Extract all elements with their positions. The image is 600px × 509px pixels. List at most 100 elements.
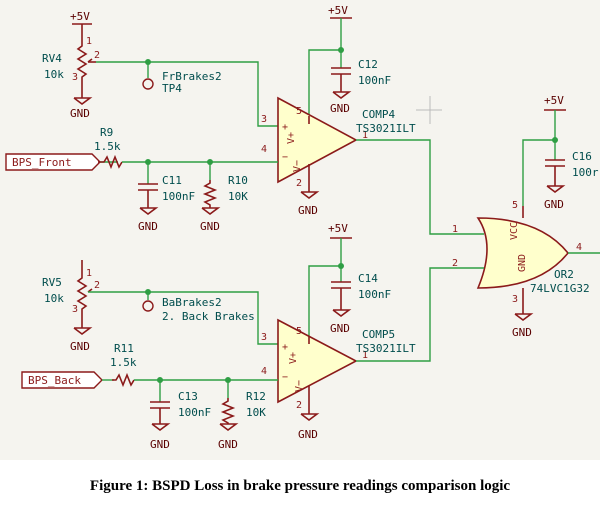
c16-ref: C16 xyxy=(572,150,592,163)
or2-ref: OR2 xyxy=(554,268,574,281)
or2-gnd-label: GND xyxy=(512,326,532,339)
r12-ref: R12 xyxy=(246,390,266,403)
tp-back-testpoint xyxy=(142,300,154,312)
c12-value: 100nF xyxy=(358,74,391,87)
r10-ref: R10 xyxy=(228,174,248,187)
or2-gnd-pin-label: GND xyxy=(517,254,528,272)
comp4-vplus-wire xyxy=(308,49,341,116)
comp5-vminus: V− xyxy=(294,380,305,392)
tp4-value: TP4 xyxy=(162,82,182,95)
rv4-ref: RV4 xyxy=(42,52,62,65)
r11-ref: R11 xyxy=(114,342,134,355)
comp5-body xyxy=(277,318,358,404)
or2-value: 74LVC1G32 xyxy=(530,282,590,295)
or2-pin4: 4 xyxy=(576,242,582,253)
comp4-out-wire xyxy=(356,139,484,235)
comp4-minus: − xyxy=(282,152,288,163)
rv4-vcc-label: +5V xyxy=(70,10,90,23)
comp4-pin1: 1 xyxy=(362,130,368,141)
comp4-body xyxy=(277,96,358,184)
rv4-potentiometer: +5V 1 2 3 RV4 10k GND xyxy=(42,10,100,120)
bps-back-text: BPS_Back xyxy=(28,374,81,387)
c13-ref: C13 xyxy=(178,390,198,403)
comp4-comparator: 3 4 5 2 1 + − V+ V− COMP4 TS3021ILT xyxy=(261,96,416,189)
comp5-vplus-wire xyxy=(308,265,341,336)
comp5-plus: + xyxy=(282,342,288,353)
or2-pin3: 3 xyxy=(512,294,518,305)
r9-resistor xyxy=(98,154,123,170)
c13-gnd-label: GND xyxy=(150,438,170,451)
rv5-potentiometer: 1 2 3 RV5 10k GND xyxy=(42,260,100,353)
rv5-value: 10k xyxy=(44,292,64,305)
rv4-wiper-wire xyxy=(96,61,278,127)
comp5-pin4: 4 xyxy=(261,366,267,377)
comp5-pin3: 3 xyxy=(261,332,267,343)
r11-resistor xyxy=(112,372,135,388)
c11-value: 100nF xyxy=(162,190,195,203)
comp5-out-wire xyxy=(356,267,484,362)
c16-gnd-label: GND xyxy=(544,198,564,211)
comp5-minus: − xyxy=(282,372,288,383)
r9-ref: R9 xyxy=(100,126,113,139)
comp5-pin5: 5 xyxy=(296,326,302,337)
tp-back-ref: BaBrakes2 xyxy=(162,296,222,309)
rv4-gnd-label: GND xyxy=(70,107,90,120)
comp4-gnd-label: GND xyxy=(298,204,318,217)
or2-pin1: 1 xyxy=(452,224,458,235)
or2-pin2: 2 xyxy=(452,258,458,269)
figure-caption: Figure 1: BSPD Loss in brake pressure re… xyxy=(89,478,511,494)
rv5-pin1: 1 xyxy=(86,268,92,279)
comp4-vminus: V− xyxy=(292,160,303,172)
r12-value: 10K xyxy=(246,406,266,419)
tp4-testpoint xyxy=(142,78,154,90)
bps-front-label: BPS_Front xyxy=(5,153,101,171)
comp5-gnd-label: GND xyxy=(298,428,318,441)
comp5-value: TS3021ILT xyxy=(356,342,416,355)
rv4-pin3: 3 xyxy=(72,72,78,83)
or2-vcc-pin-label: VCC xyxy=(509,222,520,240)
comp5-pin2: 2 xyxy=(296,400,302,411)
c12-vcc-label: +5V xyxy=(328,4,348,17)
r11-value: 1.5k xyxy=(110,356,137,369)
c14-gnd-label: GND xyxy=(330,322,350,335)
r10-value: 10K xyxy=(228,190,248,203)
comp5-pin1: 1 xyxy=(362,350,368,361)
comp4-pin2: 2 xyxy=(296,178,302,189)
or2-vcc-label: +5V xyxy=(544,94,564,107)
r10-resistor xyxy=(202,180,218,208)
c14-value: 100nF xyxy=(358,288,391,301)
rv5-wiper-wire xyxy=(88,291,278,345)
rv4-value: 10k xyxy=(44,68,64,81)
c12-ref: C12 xyxy=(358,58,378,71)
rv4-pin1: 1 xyxy=(86,36,92,47)
bps-back-label: BPS_Back xyxy=(21,371,103,389)
or2-gate: 1 2 4 5 3 VCC GND OR2 74LVC1G32 xyxy=(452,200,590,305)
comp4-pin5: 5 xyxy=(296,106,302,117)
comp4-value: TS3021ILT xyxy=(356,122,416,135)
tp-back-value: 2. Back Brakes xyxy=(162,310,255,323)
c11-gnd-label: GND xyxy=(138,220,158,233)
c13-value: 100nF xyxy=(178,406,211,419)
c14-ref: C14 xyxy=(358,272,378,285)
or2-vcc-wire xyxy=(522,139,555,206)
comp5-comparator: 3 4 5 2 1 + − V+ V− COMP5 TS3021ILT xyxy=(261,318,416,411)
schematic-canvas: +5V 1 2 3 RV4 10k GND FrBrakes2 TP4 +5V … xyxy=(0,0,600,460)
rv5-pin3: 3 xyxy=(72,304,78,315)
comp5-ref: COMP5 xyxy=(362,328,395,341)
rv5-gnd-label: GND xyxy=(70,340,90,353)
c14-vcc-label: +5V xyxy=(328,222,348,235)
r12-gnd-label: GND xyxy=(218,438,238,451)
comp4-ref: COMP4 xyxy=(362,108,395,121)
tp4-ref: FrBrakes2 xyxy=(162,70,222,83)
comp4-plus: + xyxy=(282,122,288,133)
c12-gnd-label: GND xyxy=(330,102,350,115)
comp4-vplus: V+ xyxy=(286,132,297,144)
or2-body xyxy=(476,217,570,289)
r10-gnd-label: GND xyxy=(200,220,220,233)
rv5-ref: RV5 xyxy=(42,276,62,289)
r12-resistor xyxy=(220,398,236,424)
comp4-pin4: 4 xyxy=(261,144,267,155)
r9-value: 1.5k xyxy=(94,140,121,153)
rv4-pin2: 2 xyxy=(94,50,100,61)
c16-value: 100r xyxy=(572,166,599,179)
